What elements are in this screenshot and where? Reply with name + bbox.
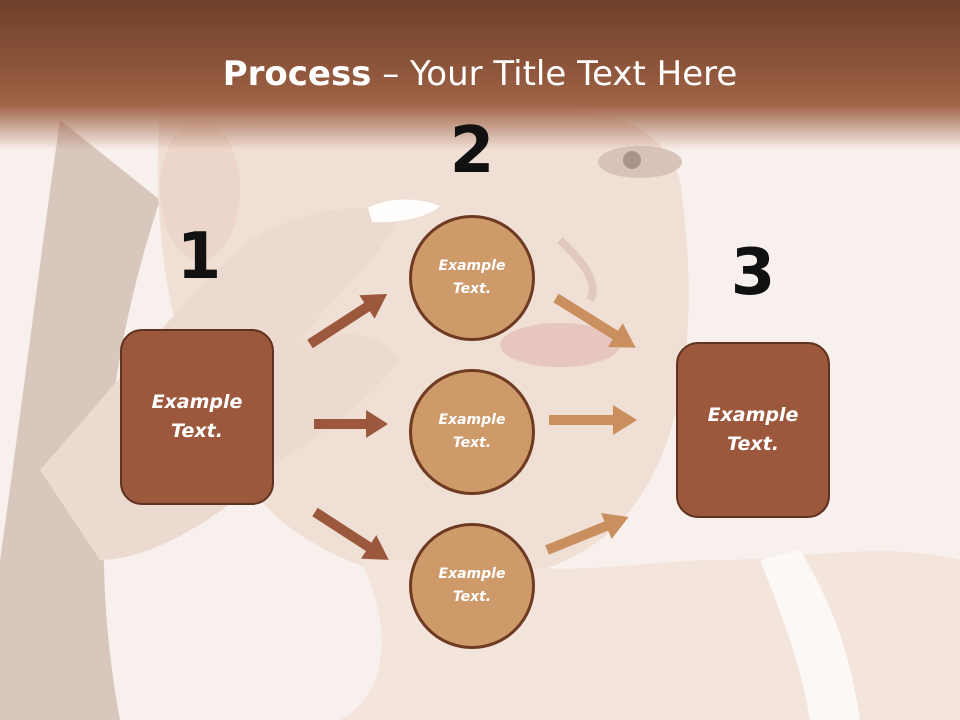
arrow-top-to-right bbox=[553, 293, 636, 348]
title-bold-part: Process bbox=[222, 54, 372, 94]
circle-bottom-label: Example Text. bbox=[438, 566, 506, 605]
arrow-left-to-top bbox=[307, 293, 388, 349]
stage-3-label: Example Text. bbox=[707, 404, 799, 455]
arrow-middle-to-right bbox=[549, 405, 637, 435]
arrow-left-to-middle bbox=[314, 410, 388, 438]
arrow-bottom-to-right bbox=[545, 513, 629, 555]
stage-1-label: Example Text. bbox=[151, 391, 243, 442]
slide-title: Process – Your Title Text Here bbox=[0, 52, 960, 96]
arrow-left-to-bottom bbox=[312, 507, 389, 560]
title-rest-part: – Your Title Text Here bbox=[371, 54, 738, 94]
stage-1-box: Example Text. bbox=[120, 329, 274, 505]
circle-middle-label: Example Text. bbox=[438, 412, 506, 451]
stage-number-3: 3 bbox=[730, 236, 776, 310]
circle-top-label: Example Text. bbox=[438, 258, 506, 297]
stage-2-circle-bottom: Example Text. bbox=[409, 523, 535, 649]
stage-number-2: 2 bbox=[449, 114, 495, 188]
stage-number-1: 1 bbox=[176, 220, 222, 294]
stage-2-circle-middle: Example Text. bbox=[409, 369, 535, 495]
stage-2-circle-top: Example Text. bbox=[409, 215, 535, 341]
title-bar bbox=[0, 0, 960, 150]
stage-3-box: Example Text. bbox=[676, 342, 830, 518]
